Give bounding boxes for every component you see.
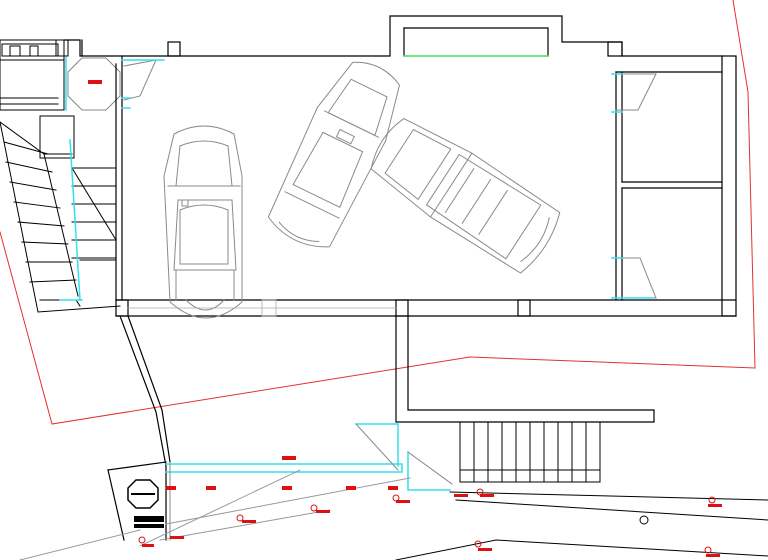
marker	[88, 80, 102, 84]
upper-left-structure	[0, 39, 69, 111]
lower-windows	[165, 423, 451, 491]
drain-icon	[639, 515, 649, 525]
garage-floor-lines	[127, 299, 397, 317]
site-boundary	[0, 0, 756, 425]
marker-circles	[138, 488, 716, 554]
windows	[65, 57, 653, 299]
stair-window	[59, 139, 83, 301]
garage-walls	[63, 15, 737, 317]
staircase-icon	[0, 115, 121, 313]
car-sports	[267, 61, 400, 248]
car-sedan	[163, 125, 243, 319]
ramp-steps-icon	[459, 421, 601, 483]
lower-partition	[169, 423, 453, 541]
lower-left-fixtures	[127, 479, 164, 528]
site-grading	[395, 491, 768, 560]
lower-corridor-walls	[107, 315, 655, 541]
octagon-column-icon	[127, 479, 159, 509]
car-suv	[370, 117, 561, 274]
site-contours	[19, 469, 411, 560]
octagon-column-icon	[67, 57, 121, 111]
markers	[142, 456, 722, 557]
door-swing-icon	[123, 59, 657, 299]
